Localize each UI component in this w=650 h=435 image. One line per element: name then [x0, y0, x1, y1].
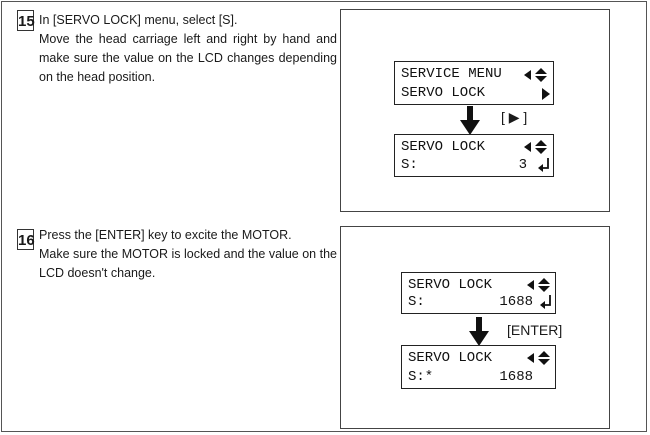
lcd-line-2: S:	[408, 294, 425, 310]
lcd-line-2: SERVO LOCK	[401, 85, 486, 101]
enter-icon	[540, 295, 551, 309]
step-instructions: Press the [ENTER] key to excite the MOTO…	[39, 226, 337, 283]
right-triangle-icon	[542, 88, 550, 100]
left-up-down-icon	[527, 351, 550, 365]
lcd-line-1: SERVO LOCK	[401, 139, 486, 155]
lcd-value: 1688	[499, 294, 533, 310]
down-arrow-icon	[469, 317, 489, 346]
lcd-line-1: SERVICE MENU	[401, 66, 502, 82]
step-number: 16	[17, 229, 35, 250]
left-up-down-icon	[524, 140, 547, 154]
lcd-display-after: SERVO LOCK S:* 1688	[401, 345, 556, 389]
step-instructions: In [SERVO LOCK] menu, select [S]. Move t…	[39, 11, 337, 87]
illustration-panel-15: SERVICE MENU SERVO LOCK [ ▶ ] SERVO LOCK…	[340, 9, 610, 212]
lcd-display-after: SERVO LOCK S: 3	[394, 134, 554, 177]
instruction-line: In [SERVO LOCK] menu, select [S].	[39, 13, 238, 27]
key-label-right: [ ▶ ]	[501, 109, 528, 125]
lcd-line-2: S:	[401, 157, 418, 173]
left-up-down-icon	[524, 68, 547, 82]
instruction-line: Press the [ENTER] key to excite the MOTO…	[39, 228, 292, 242]
instruction-line: Move the head carriage left and right by…	[39, 32, 337, 84]
lcd-value: 1688	[499, 369, 533, 385]
illustration-panel-16: SERVO LOCK S: 1688 [ENTER] SERVO LOCK S:…	[340, 226, 610, 429]
lcd-display-before: SERVICE MENU SERVO LOCK	[394, 61, 554, 105]
lcd-line-1: SERVO LOCK	[408, 350, 493, 366]
lcd-line-1: SERVO LOCK	[408, 277, 493, 293]
enter-icon	[538, 158, 549, 172]
step-number: 15	[17, 10, 35, 31]
lcd-display-before: SERVO LOCK S: 1688	[401, 272, 556, 314]
left-up-down-icon	[527, 278, 550, 292]
key-label-enter: [ENTER]	[507, 322, 563, 338]
lcd-value: 3	[518, 157, 527, 173]
down-arrow-icon	[460, 106, 480, 135]
instruction-line: Make sure the MOTOR is locked and the va…	[39, 247, 337, 280]
lcd-line-2: S:*	[408, 369, 434, 385]
